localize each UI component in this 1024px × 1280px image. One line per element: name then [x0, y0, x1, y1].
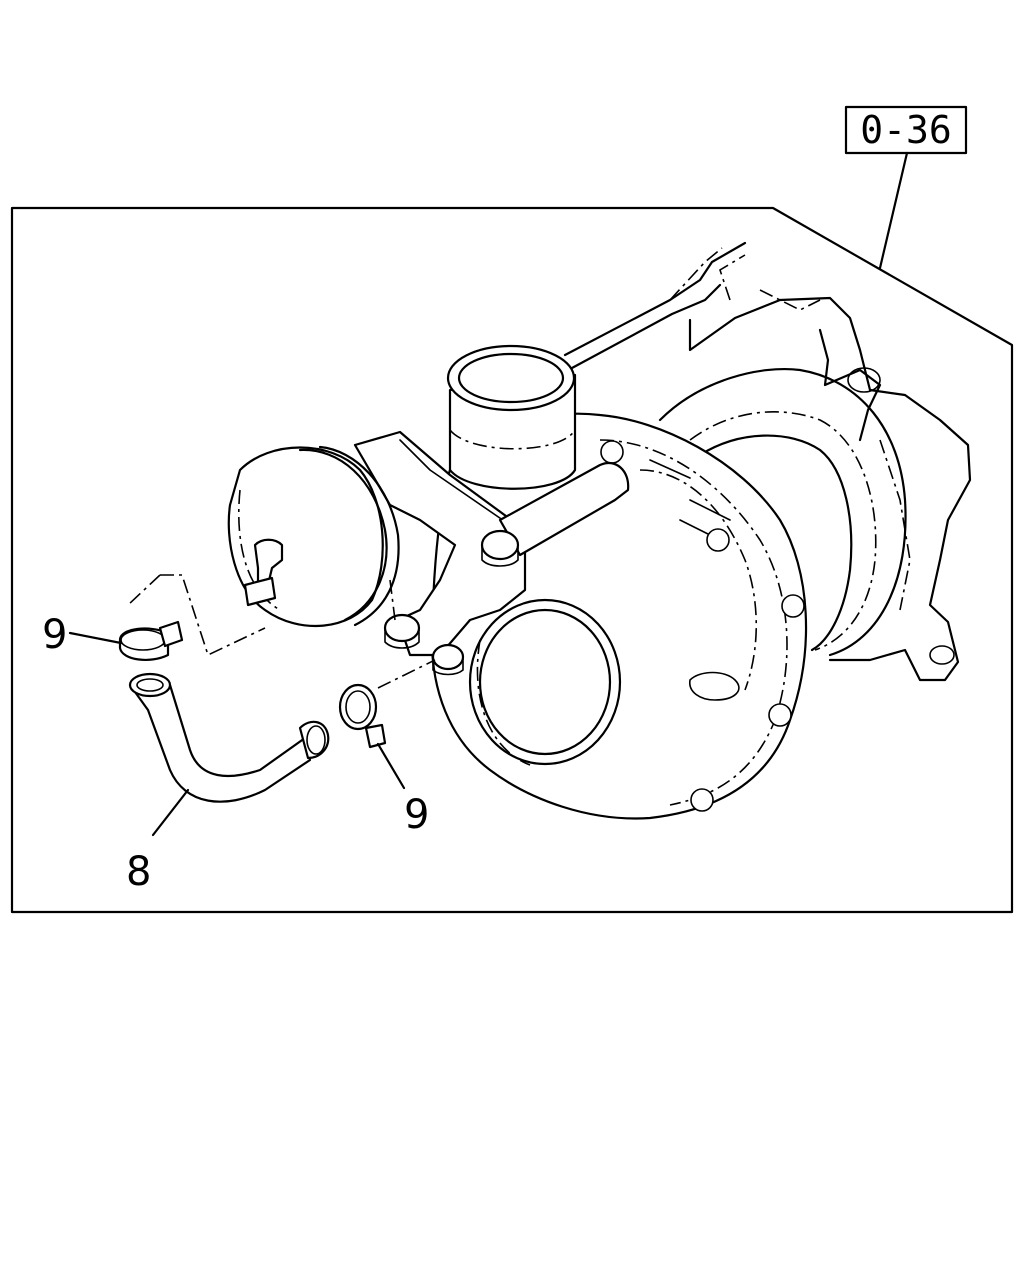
- reference-box: 0-36: [844, 105, 968, 155]
- reference-leader: [878, 151, 909, 270]
- callout-number-clamp-lower: 9: [404, 792, 429, 838]
- callout-leader-clamp-upper: [68, 631, 123, 645]
- callout-number-clamp-upper: 9: [42, 612, 67, 658]
- callout-leader-clamp-lower: [376, 742, 406, 790]
- reference-label: 0-36: [860, 108, 952, 152]
- hose-clamp-upper[interactable]: [118, 620, 184, 662]
- diagram-frame: [10, 206, 1014, 914]
- turbocharger-assembly: [127, 241, 972, 820]
- bent-pipe[interactable]: [128, 672, 330, 803]
- callout-number-pipe: 8: [126, 849, 151, 895]
- callout-leader-pipe: [151, 788, 190, 837]
- hose-clamp-lower[interactable]: [338, 683, 387, 749]
